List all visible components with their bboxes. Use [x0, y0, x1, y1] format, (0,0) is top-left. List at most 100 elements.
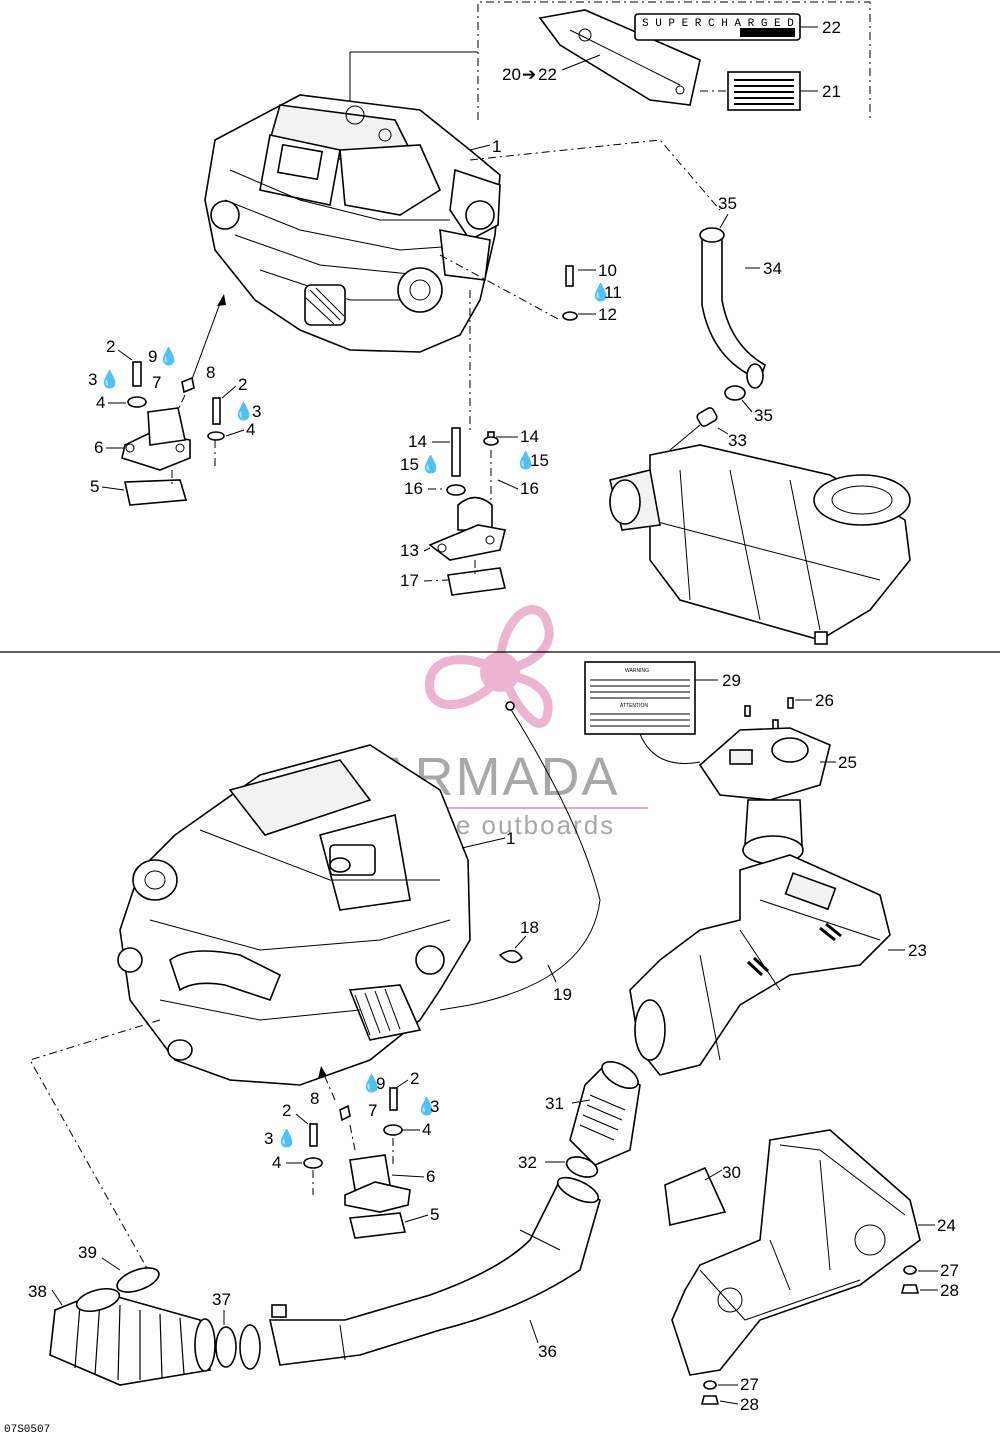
callout-19: 19 [553, 985, 572, 1004]
drop-icon-3ll: 💧 [276, 1128, 297, 1148]
callout-28-r: 28 [940, 1281, 959, 1300]
callout-6-u: 6 [94, 438, 103, 457]
callout-33: 33 [728, 431, 747, 450]
propeller-icon [425, 605, 554, 728]
callout-32: 32 [518, 1153, 537, 1172]
callout-35-u: 35 [718, 194, 737, 213]
top-cover-25 [698, 727, 831, 865]
clamp-37 [215, 1326, 237, 1368]
callout-23: 23 [908, 941, 927, 960]
callout-4-ul: 4 [96, 393, 105, 412]
callout-10: 10 [598, 261, 617, 280]
engine-lower [117, 744, 471, 1086]
decal-supercharged: S U P E R C H A R G E D [634, 13, 801, 41]
callout-3-ul: 3 [88, 370, 97, 389]
callout-16-r: 16 [520, 479, 539, 498]
callout-27-b: 27 [740, 1375, 759, 1394]
callout-26: 26 [815, 691, 834, 710]
fitting-33 [696, 407, 718, 427]
callout-4-ll: 4 [272, 1153, 281, 1172]
cover-30 [664, 1166, 727, 1226]
callout-22b: 22 [538, 65, 557, 84]
arrow-right-icon: ➔ [522, 65, 536, 84]
callout-36: 36 [538, 1342, 557, 1361]
callout-34: 34 [763, 259, 782, 278]
callout-9-u: 9 [148, 347, 157, 366]
callout-2-lr: 2 [410, 1069, 419, 1088]
warning-label-plate: WARNING ATTENTION [584, 661, 696, 735]
callout-30: 30 [722, 1163, 741, 1182]
clamp-35 [724, 385, 746, 401]
callout-5-l: 5 [430, 1205, 439, 1224]
cable-19 [439, 707, 601, 1011]
callout-28-b: 28 [740, 1395, 759, 1414]
callout-2-ur: 2 [238, 375, 247, 394]
callout-2-ll: 2 [282, 1101, 291, 1120]
callout-38: 38 [28, 1282, 47, 1301]
callout-4-lr: 4 [422, 1120, 431, 1139]
bolt-10 [562, 265, 578, 321]
clamp-32 [565, 1156, 599, 1178]
engine-upper [204, 94, 501, 353]
callout-35-l: 35 [754, 406, 773, 425]
drop-icon-15l: 💧 [420, 454, 441, 474]
callout-14-ul: 14 [408, 432, 427, 451]
air-box-upper [609, 444, 911, 645]
watermark-logo [425, 605, 554, 728]
drop-icon-9l: 💧 [361, 1073, 382, 1093]
callout-16-l: 16 [404, 479, 423, 498]
drop-icon: 💧 [99, 369, 120, 389]
duct-36 [269, 1176, 601, 1366]
callout-9-l: 9 [376, 1074, 385, 1093]
callout-1-upper: 1 [492, 137, 501, 156]
callout-22: 22 [822, 18, 841, 37]
svg-text:ATTENTION: ATTENTION [620, 703, 648, 709]
drop-icon-15r2: 💧 [515, 450, 536, 470]
callout-6-l: 6 [426, 1167, 435, 1186]
mount-left-upper [121, 361, 225, 506]
decal-warning-label [727, 71, 801, 111]
callout-17: 17 [400, 571, 419, 590]
svg-text:S U P E R C H A R G E D: S U P E R C H A R G E D [642, 18, 794, 30]
hardware-27-28-bottom [700, 1380, 720, 1405]
callout-12: 12 [598, 305, 617, 324]
callout-8-l: 8 [310, 1089, 319, 1108]
callout-39: 39 [78, 1243, 97, 1262]
intercooler-cover [538, 9, 701, 106]
drop-icon-3ur: 💧 [233, 401, 254, 421]
callout-8-u: 8 [206, 363, 215, 382]
callout-11: 11 [604, 283, 622, 302]
callout-3-ll: 3 [264, 1129, 273, 1148]
callout-7-l: 7 [368, 1101, 377, 1120]
callout-37: 37 [212, 1290, 231, 1309]
svg-text:WARNING: WARNING [625, 668, 649, 674]
tray-24 [671, 1129, 921, 1376]
hose-34 [699, 227, 766, 389]
drop-icon-3lr: 💧 [416, 1096, 437, 1116]
mount-center-upper [428, 427, 506, 596]
callout-15-ur: 15 [530, 451, 549, 470]
callout-25: 25 [838, 753, 857, 772]
callout-20: 20 [502, 65, 521, 84]
clamp-39 [116, 1267, 160, 1293]
mount-lower [303, 1087, 411, 1239]
callout-4-ur: 4 [246, 420, 255, 439]
callout-14-ur: 14 [520, 427, 539, 446]
drop-icon-9u: 💧 [158, 346, 179, 366]
propeller-hub-icon [480, 652, 520, 692]
callout-1-lower: 1 [506, 829, 515, 848]
callout-24: 24 [937, 1216, 956, 1235]
callout-31: 31 [545, 1094, 564, 1113]
air-intake-23 [629, 854, 891, 1076]
callout-13: 13 [400, 541, 419, 560]
decal-group-box [477, 1, 871, 120]
hardware-27-28-right [900, 1265, 920, 1294]
callout-5-u: 5 [90, 477, 99, 496]
callout-2-ul: 2 [106, 337, 115, 356]
screws-26 [744, 697, 794, 731]
tie-18 [498, 949, 523, 964]
callout-27-r: 27 [940, 1261, 959, 1280]
flame-arrestor-38 [49, 1287, 216, 1386]
callout-3-lr: 3 [430, 1097, 439, 1116]
